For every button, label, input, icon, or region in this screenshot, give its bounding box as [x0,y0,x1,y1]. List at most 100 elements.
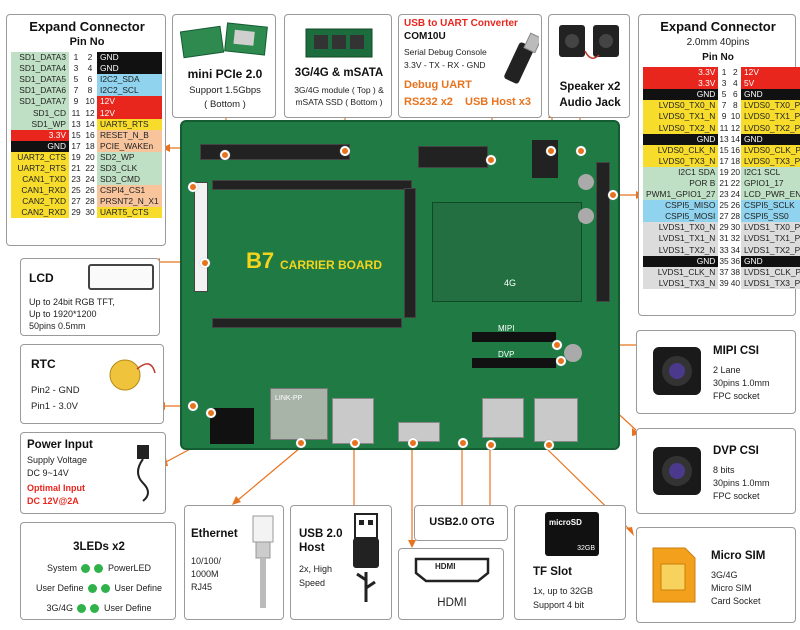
right-connector-pin-number: 35 [718,255,730,267]
marker-dot [340,146,350,156]
led-row-3-right: User Define [104,603,152,613]
right-connector-pin-number: 7 [718,100,730,112]
right-connector-pin-number: 3 [718,78,730,90]
left-connector-signal-name: RESET_N_B [97,129,162,141]
left-connector-pin-number: 10 [83,96,97,108]
right-connector-signal-name: GND [741,89,800,101]
mini-pcie-panel: mini PCIe 2.0 Support 1.5Gbps ( Bottom ) [172,14,276,118]
capacitor [578,174,594,190]
msata-title: 3G/4G & mSATA [294,67,384,79]
marker-dot [556,356,566,366]
left-connector-signal-name: SD1_DATA6 [11,85,69,97]
left-connector-signal-name: SD1_DATA4 [11,63,69,75]
right-connector-pin-number: 39 [718,277,730,289]
left-connector-signal-name: UART2_RTS [11,162,69,175]
led-dot [88,584,97,594]
right-connector-signal-name: CSPI5_MOSI [643,211,719,223]
rtc-line1: Pin2 - GND [31,385,80,396]
ethernet-line1: 10/100/ [191,556,222,566]
ethernet-title: Ethernet [191,528,238,540]
right-connector-signal-name: GND [643,133,719,145]
right-connector-pin-number: 36 [729,255,742,267]
tf-line1: 1x, up to 32GB [533,586,594,596]
mipi-line2: 30pins 1.0mm [713,378,770,388]
right-connector-pin-number: 19 [718,166,730,178]
lcd-line1: Up to 24bit RGB TFT, [29,297,115,307]
lcd-line2: Up to 1920*1200 [29,309,97,319]
marker-dot [408,438,418,448]
led-row-1: System PowerLED [21,563,177,574]
dvp-csi-panel: DVP CSI 8 bits 30pins 1.0mm FPC socket [636,428,796,514]
ethernet-line3: RJ45 [191,582,213,592]
lcd-panel: LCD Up to 24bit RGB TFT, Up to 1920*1200… [20,258,160,336]
led-row-2: User Define User Define [21,583,177,594]
right-connector-pin-number: 40 [729,277,742,289]
som-connector-bottom [212,318,402,328]
som-connector-top [212,180,412,190]
right-connector-pin-number: 32 [729,233,742,245]
led-dot [90,604,100,614]
usb-otg-panel: USB2.0 OTG [414,505,508,541]
right-connector-signal-name: CSPI5_MISO [643,200,719,212]
led-dot [77,604,87,614]
hdmi-panel: HDMI HDMI [398,548,504,620]
left-connector-signal-name: UART2_CTS [11,151,69,163]
led-row-1-left: System [46,563,77,573]
right-connector-title: Expand Connector [660,19,776,34]
right-connector-signal-name: LVDS0_TX0_P [741,100,800,112]
left-connector-pin-number: 27 [69,196,83,208]
right-connector-spec: 2.0mm 40pins [686,37,750,48]
hdmi-plug-label: HDMI [435,562,456,571]
ethernet-line2: 1000M [191,569,219,579]
speaker-panel: Speaker x2 Audio Jack [548,14,630,118]
usb-host-x3-label: USB Host x3 [465,96,532,108]
right-connector-signal-name: 3.3V [643,78,719,90]
dvp-line1: 8 bits [713,465,735,475]
left-connector-signal-name: 3.3V [11,129,69,141]
dvp-camera-icon [653,447,701,495]
left-connector-signal-name: GND [97,52,162,64]
msata-card-icon [305,28,373,58]
right-connector-pin-number: 23 [718,189,730,201]
left-connector-signal-name: CSPI4_CS1 [97,185,162,197]
left-connector-title: Expand Connector [29,19,145,34]
board-4g-label: 4G [504,278,517,288]
right-connector-pin-number: 15 [718,144,730,156]
carrier-board: B7 CARRIER BOARD 4G MIPI DVP LINK-PP [180,120,620,450]
right-connector-signal-name: GPIO1_17 [741,177,800,190]
right-connector-pin-number: 24 [729,189,742,201]
power-plug-icon [137,445,149,502]
right-connector-signal-name: LVDS0_TX1_P [741,111,800,123]
left-connector-pin-number: 22 [83,162,97,175]
left-connector-signal-name: SD1_DATA3 [11,52,69,64]
left-connector-pin-number: 1 [69,52,83,64]
left-connector-pin-number: 19 [69,151,83,163]
right-connector-pin-number: 13 [718,133,730,145]
sim-title: Micro SIM [711,550,766,562]
right-connector-pin-number: 8 [729,100,742,112]
lcd-fpc-connector [194,182,208,292]
left-connector-signal-name: SD1_WP [11,118,69,130]
left-connector-signal-name: SD3_CMD [97,174,162,186]
right-connector-signal-name: LVDS0_TX2_P [741,122,800,134]
mipi-title: MIPI CSI [713,345,760,357]
marker-dot [296,438,306,448]
marker-dot [188,401,198,411]
right-connector-signal-name: LVDS0_TX3_N [643,155,719,167]
hdmi-port-icon [414,557,490,583]
tf-card-size: 32GB [577,545,595,552]
right-connector-signal-name: LVDS1_TX0_P [741,222,800,234]
